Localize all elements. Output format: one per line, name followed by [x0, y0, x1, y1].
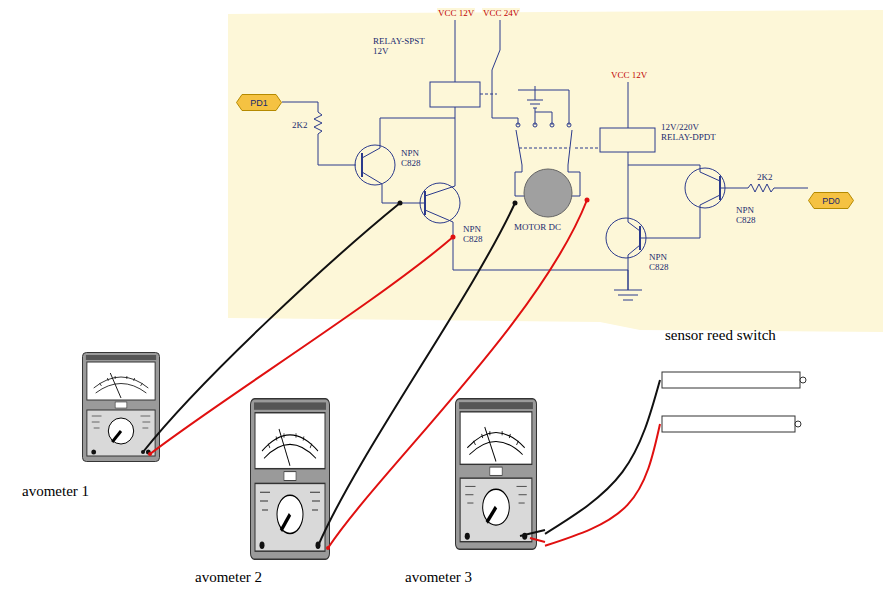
reed-switch-node: sensor reed switch [660, 325, 810, 440]
resistor-value: 2K2 [756, 172, 774, 182]
part-name: 12V/220V RELAY-DPDT [660, 122, 724, 142]
part-name: RELAY-SPST 12V [372, 36, 430, 56]
probe-plug [148, 452, 152, 456]
wire [518, 90, 569, 125]
part-name: NPN C828 [735, 205, 763, 225]
multimeter-node: avometer 2 [190, 398, 335, 588]
tag-shape [237, 95, 282, 111]
probe-plug [141, 450, 145, 454]
wire [455, 20, 456, 82]
probe-wire [328, 200, 587, 548]
relay-coil [430, 82, 480, 107]
probe-tip [398, 201, 403, 206]
caption: avometer 3 [405, 569, 472, 586]
reed-tube [662, 372, 800, 388]
probe-tip [513, 201, 518, 206]
part-name: NPN C828 [400, 148, 428, 168]
probe-tip [451, 235, 456, 240]
relay-coil [600, 128, 655, 152]
relay-switch [492, 20, 518, 125]
signal-tag: PD1 [236, 94, 282, 111]
part-name: NPN C828 [462, 224, 490, 244]
probe-wire [545, 424, 660, 546]
transistor-base [424, 191, 426, 215]
signal-name: PD1 [236, 94, 282, 111]
motor-symbol [524, 169, 572, 217]
contact [516, 123, 520, 127]
multimeter [456, 399, 537, 550]
supply-label: VCC 12V [437, 8, 475, 18]
supply-label: VCC 12V [610, 70, 648, 80]
multimeter-node: avometer 1 [18, 350, 163, 502]
transistor-base [361, 153, 363, 177]
tag-shape [809, 193, 854, 209]
probe-tip [585, 198, 590, 203]
relay-link [519, 148, 600, 149]
reed-end [800, 377, 806, 383]
probe-wire [520, 530, 545, 536]
probe-wire [545, 380, 660, 534]
probe-plug [326, 546, 330, 550]
contact [533, 123, 537, 127]
wire [425, 107, 628, 290]
contact [550, 123, 554, 127]
transistor-symbol [420, 183, 460, 223]
reed-end [795, 421, 801, 427]
caption: avometer 1 [22, 483, 89, 500]
probe-wire [143, 203, 400, 452]
probe-wire [318, 203, 515, 546]
wire [628, 165, 720, 238]
wire [282, 102, 356, 165]
resistor-value: 2K2 [291, 120, 309, 130]
wire [628, 82, 629, 222]
probe-wire [150, 237, 453, 454]
multimeter-node: avometer 3 [400, 398, 545, 588]
signal-tag: PD0 [808, 192, 854, 209]
multimeter [251, 399, 330, 560]
probe-wire [530, 538, 545, 542]
part-name: MOTOR DC [513, 222, 562, 232]
resistor-symbol [720, 184, 808, 192]
wire [628, 222, 640, 290]
ground-symbol [614, 290, 642, 300]
signal-name: PD0 [808, 192, 854, 209]
caption: avometer 2 [195, 569, 262, 586]
reed-tube [662, 416, 795, 432]
caption: sensor reed switch [665, 327, 776, 344]
relay-link [480, 94, 497, 95]
part-name: NPN C828 [648, 252, 676, 272]
supply-label: VCC 24V [482, 8, 520, 18]
contact [567, 123, 571, 127]
schematic-ground [228, 10, 883, 332]
probe-plug [316, 544, 320, 548]
ground-symbol [527, 86, 543, 108]
